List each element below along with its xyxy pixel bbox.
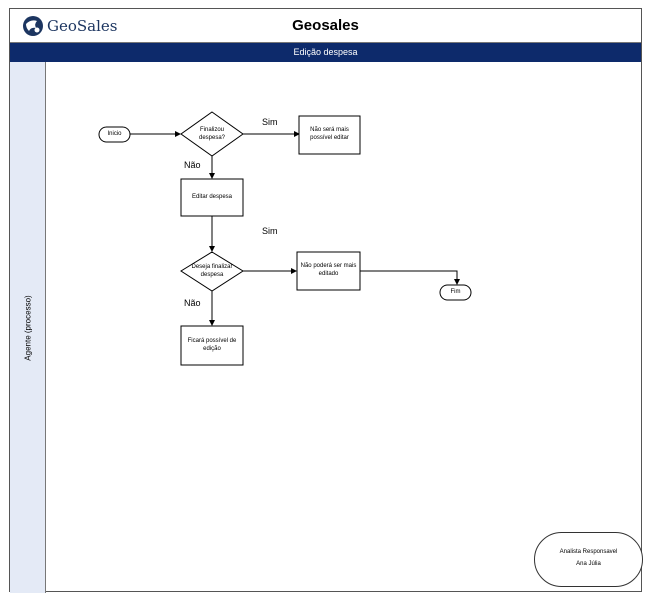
process-node bbox=[180, 178, 244, 217]
branch-label-no: Não bbox=[184, 298, 201, 308]
process-label: Não será mais possível editar bbox=[310, 127, 349, 141]
end-label: Fim bbox=[450, 289, 461, 295]
process-label: Editar despesa bbox=[191, 194, 233, 200]
decision-label: Finalizou despesa? bbox=[198, 127, 226, 141]
process-node bbox=[296, 251, 361, 291]
process-label: Ficará possível de edição bbox=[187, 338, 237, 352]
decision-node bbox=[180, 111, 244, 157]
process-node bbox=[298, 115, 361, 155]
logo: GeoSales bbox=[22, 15, 117, 37]
start-node bbox=[98, 126, 131, 143]
process-label: Não poderá ser mais editado bbox=[300, 263, 357, 277]
header: GeoSales Geosales bbox=[10, 9, 641, 43]
signature-box: Analista Responsavel Ana Júlia bbox=[534, 532, 643, 587]
signature-role: Analista Responsavel bbox=[559, 549, 618, 555]
process-node bbox=[180, 325, 244, 366]
globe-icon bbox=[23, 16, 43, 36]
branch-label-yes: Sim bbox=[262, 117, 278, 127]
logo-text: GeoSales bbox=[47, 17, 118, 35]
page-title: Geosales bbox=[292, 17, 359, 34]
branch-label-no: Não bbox=[184, 160, 201, 170]
decision-node bbox=[180, 251, 244, 292]
start-label: Inicio bbox=[107, 131, 122, 137]
signature-name: Ana Júlia bbox=[576, 561, 601, 567]
end-node bbox=[439, 284, 472, 301]
diagram-frame: GeoSales Geosales Edição despesa Agente … bbox=[9, 8, 642, 593]
connector bbox=[360, 270, 460, 285]
branch-label-yes: Sim bbox=[262, 226, 278, 236]
section-band: Edição despesa bbox=[10, 43, 641, 62]
decision-label: Deseja finalizar despesa bbox=[191, 264, 233, 278]
swimlane-header: Agente (processo) bbox=[10, 62, 46, 593]
